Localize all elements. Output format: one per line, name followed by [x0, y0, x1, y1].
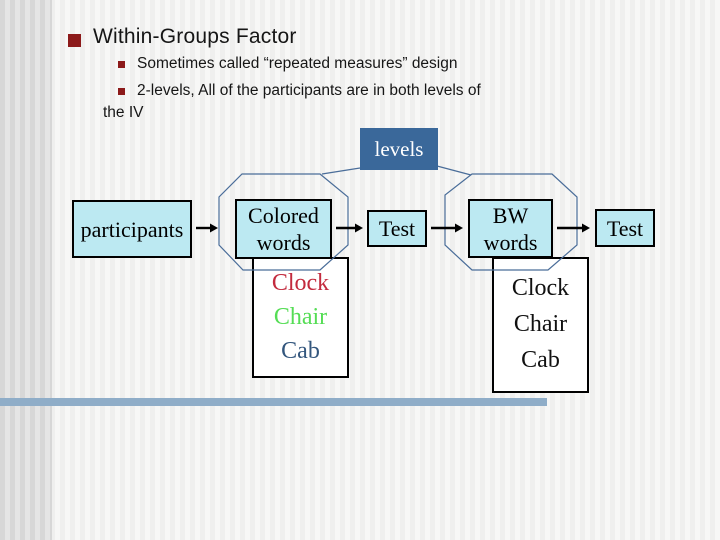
bullet-line-1: Sometimes called “repeated measures” des…	[137, 55, 458, 72]
levels-box: levels	[360, 128, 438, 170]
list-item: Clock	[511, 275, 570, 301]
participants-box: participants	[72, 200, 192, 258]
bullet-line-2-wrap: the IV	[103, 104, 144, 121]
colored-words-list-box	[252, 257, 349, 378]
bw-words-line1: BW	[492, 202, 529, 228]
colored-words-list: Clock Chair Cab	[252, 266, 349, 368]
levels-connector-left	[321, 167, 361, 175]
page-title: Within-Groups Factor	[93, 25, 297, 48]
arrow-bw-to-test2	[557, 223, 590, 233]
test2-label: Test	[606, 215, 644, 241]
list-item: Chair	[273, 304, 328, 330]
list-item: Cab	[281, 338, 320, 364]
list-item: Cab	[521, 347, 560, 373]
arrow-colored-to-test1	[336, 223, 363, 233]
levels-connector-right	[436, 165, 472, 176]
test2-box: Test	[595, 209, 655, 247]
sub-bullet-icon	[118, 88, 125, 95]
test1-label: Test	[378, 216, 416, 241]
colored-words-line1: Colored	[248, 203, 319, 228]
levels-label: levels	[374, 136, 424, 161]
title-bullet-icon	[68, 34, 81, 47]
test1-box: Test	[367, 210, 427, 247]
bw-words-line2: words	[483, 229, 538, 255]
bw-words-box: BW words	[468, 199, 553, 258]
colored-words-line2: words	[256, 230, 311, 255]
colored-words-box: Colored words	[235, 199, 332, 259]
bullet-line-2: 2-levels, All of the participants are in…	[137, 82, 481, 99]
participants-label: participants	[80, 216, 184, 242]
list-item: Chair	[513, 311, 568, 337]
arrow-test1-to-bw	[431, 223, 463, 233]
left-stripe-band	[0, 0, 52, 540]
bw-words-list-box	[492, 257, 589, 393]
sub-bullet-icon	[118, 61, 125, 68]
list-item: Clock	[271, 270, 330, 296]
bw-words-list: Clock Chair Cab	[492, 270, 589, 378]
arrow-participants-to-colored	[196, 223, 218, 233]
accent-bar	[0, 398, 547, 406]
